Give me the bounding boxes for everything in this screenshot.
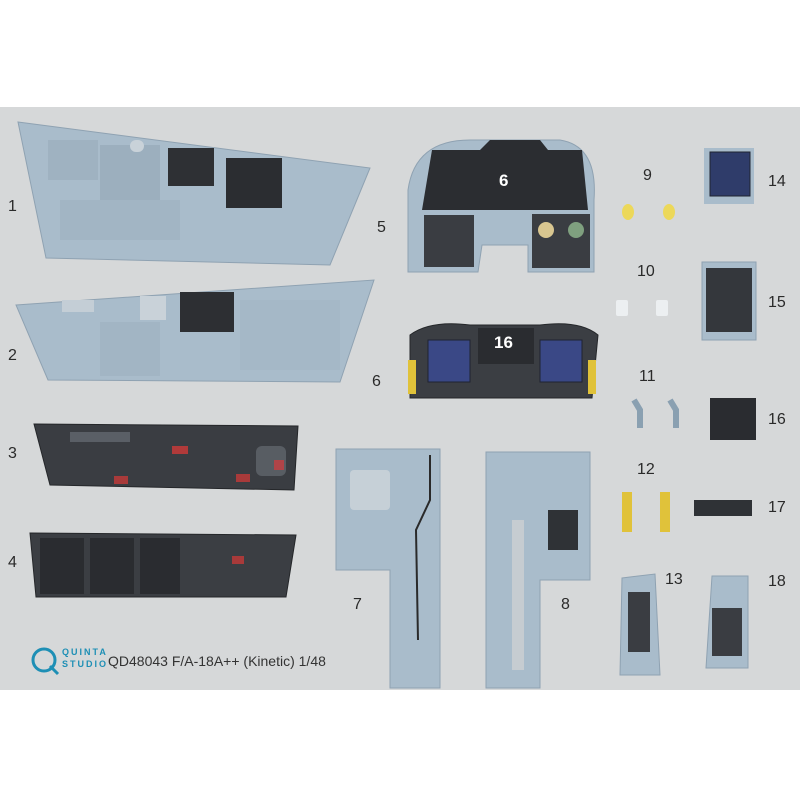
part-11-levers: [631, 398, 679, 428]
part-12-striped-handles: [622, 492, 670, 532]
part-6-printed-label: 6: [499, 171, 509, 190]
product-caption: QD48043 F/A-18A++ (Kinetic) 1/48: [108, 653, 326, 669]
part-number-10: 10: [637, 263, 655, 280]
part-number-8: 8: [561, 596, 570, 613]
part-number-13: 13: [665, 571, 683, 588]
part-number-4: 4: [8, 554, 17, 571]
part-4-console-strip: [29, 532, 297, 598]
part-number-14: 14: [768, 173, 786, 190]
part-number-3: 3: [8, 445, 17, 462]
part-number-15: 15: [768, 294, 786, 311]
brand-line-1: QUINTA: [62, 647, 108, 657]
part-number-12: 12: [637, 461, 655, 478]
part-5-instrument-panel: [407, 139, 595, 273]
part-number-17: 17: [768, 499, 786, 516]
part-number-18: 18: [768, 573, 786, 590]
part-14-display: [704, 148, 754, 204]
part-13-panel: [619, 573, 661, 676]
part-8-side-panel: [485, 451, 591, 689]
part-16-keypad: [710, 398, 756, 440]
part-6-glareshield-panel: [408, 323, 599, 399]
part-10-clips: [616, 300, 668, 316]
part-number-5: 5: [377, 219, 386, 236]
part-number-16: 16: [768, 411, 786, 428]
part-18-panel: [705, 575, 749, 669]
part-1-console-panel: [17, 121, 371, 266]
part-15-panel: [701, 261, 757, 341]
brand-logo-mark: [31, 647, 60, 676]
part-number-6: 6: [372, 373, 381, 390]
part-number-9: 9: [643, 167, 652, 184]
part-number-2: 2: [8, 347, 17, 364]
part-7-side-panel: [335, 448, 441, 689]
part-16-printed-label: 16: [494, 333, 513, 352]
part-17-strip: [694, 500, 752, 516]
brand-logo: QUINTA STUDIO: [36, 644, 108, 674]
part-number-1: 1: [8, 198, 17, 215]
part-9-knobs: [622, 204, 675, 220]
part-2-console-panel: [15, 279, 375, 383]
part-3-console-strip: [33, 423, 299, 491]
part-number-7: 7: [353, 596, 362, 613]
part-number-11: 11: [639, 368, 656, 385]
brand-line-2: STUDIO: [62, 659, 109, 669]
